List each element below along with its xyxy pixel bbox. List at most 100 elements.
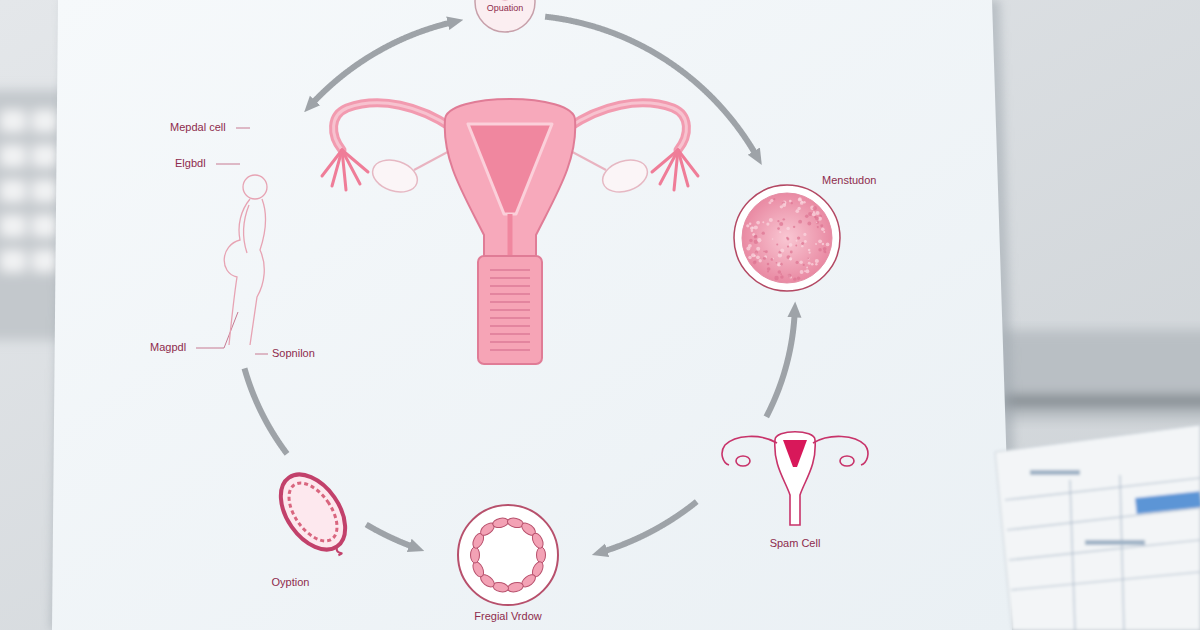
texture-dot xyxy=(755,251,758,254)
texture-dot xyxy=(752,227,754,229)
shape-outline xyxy=(705,425,885,530)
left-tube xyxy=(334,103,452,150)
ovary-left xyxy=(736,456,750,466)
figure-lines xyxy=(224,175,267,345)
blurred-laptop xyxy=(1000,330,1200,420)
texture-dot xyxy=(801,245,803,247)
ruga xyxy=(490,285,530,287)
cell-body xyxy=(742,193,832,283)
fimbria xyxy=(342,150,360,184)
bead xyxy=(471,547,480,563)
texture-dot xyxy=(808,262,811,265)
texture-dot xyxy=(807,258,809,260)
left-tube-core xyxy=(334,103,452,150)
texture-dot xyxy=(768,201,771,204)
texture-dot xyxy=(825,251,827,253)
texture-dot xyxy=(754,225,758,229)
texture-dot xyxy=(787,238,790,241)
texture-dot xyxy=(798,197,801,200)
texture-dot xyxy=(817,226,819,228)
shape-outline xyxy=(268,462,358,562)
texture-dot xyxy=(749,222,752,225)
texture-dot xyxy=(815,211,819,215)
leader-lines xyxy=(196,128,268,354)
ruga xyxy=(490,349,530,351)
paper-sheet xyxy=(52,0,1012,630)
texture-dot xyxy=(803,233,806,236)
uterus-body xyxy=(775,432,815,525)
texture-dot xyxy=(798,220,802,224)
ruga xyxy=(490,269,530,271)
texture-dot xyxy=(813,206,817,210)
ruga xyxy=(490,293,530,295)
texture-dot xyxy=(791,202,793,204)
figure-back xyxy=(250,199,265,345)
oocyte-circle: Opuation xyxy=(473,0,537,34)
cell-circle: Menstudon xyxy=(732,183,842,293)
table-rule xyxy=(1011,572,1200,590)
keyboard-key xyxy=(32,215,58,237)
table-rule xyxy=(1009,540,1200,560)
ring-circle: Fregial Vrdow xyxy=(453,500,563,610)
texture-dot xyxy=(787,246,789,248)
texture-dot xyxy=(754,260,756,262)
texture-dot xyxy=(823,231,825,233)
cycle-arrow xyxy=(244,368,287,453)
keyboard-key xyxy=(32,145,58,167)
texture-dot xyxy=(795,245,797,247)
table-highlight xyxy=(1135,491,1200,514)
node-label: Menstudon xyxy=(822,174,876,187)
texture-dot xyxy=(789,243,793,247)
texture-dot xyxy=(780,249,784,253)
texture-dot xyxy=(811,263,814,266)
left-ovary xyxy=(368,155,421,198)
uterus-outline xyxy=(722,432,868,525)
ruga xyxy=(490,341,530,343)
fimbria xyxy=(678,150,688,186)
oval-tail xyxy=(334,546,342,555)
texture-dot xyxy=(786,227,790,231)
texture-dot xyxy=(780,275,784,279)
cycle-arrow xyxy=(545,17,757,157)
texture-dot xyxy=(766,222,769,225)
keyboard-key xyxy=(32,110,58,132)
ruga xyxy=(490,301,530,303)
table-smudge xyxy=(1085,540,1145,545)
leader-line xyxy=(216,164,240,165)
texture-dot xyxy=(778,253,782,257)
uterine-cavity xyxy=(468,124,552,214)
texture-dot xyxy=(776,243,778,245)
texture-dot xyxy=(801,201,803,203)
blurred-document xyxy=(995,425,1200,630)
oval-sketch xyxy=(268,463,364,569)
texture-dot xyxy=(815,259,819,263)
texture-dot xyxy=(820,224,823,227)
texture-dot xyxy=(777,264,779,266)
texture-dot xyxy=(762,221,764,223)
texture-dot xyxy=(780,263,783,266)
ruga xyxy=(490,333,530,335)
bead xyxy=(530,532,545,550)
texture-dot xyxy=(763,250,765,252)
fimbria xyxy=(660,150,678,184)
ruga xyxy=(490,317,530,319)
keyboard-key xyxy=(0,110,26,132)
texture-dot xyxy=(757,238,761,242)
node-label: Opuation xyxy=(473,3,537,14)
texture-dot xyxy=(762,232,765,235)
texture-dot xyxy=(808,249,811,252)
texture-dot xyxy=(793,226,795,228)
texture-dot xyxy=(818,248,822,252)
leader-line xyxy=(255,354,268,355)
table-smudge xyxy=(1030,470,1080,475)
right-tube xyxy=(568,103,686,150)
figure-sketch: Mepdal cellElgbdlMagpdlSopnilon xyxy=(205,165,280,350)
texture-dot xyxy=(801,242,804,245)
bead xyxy=(492,517,510,529)
keyboard-key xyxy=(32,180,58,202)
texture-dot xyxy=(759,259,762,262)
texture-dot xyxy=(790,251,793,254)
